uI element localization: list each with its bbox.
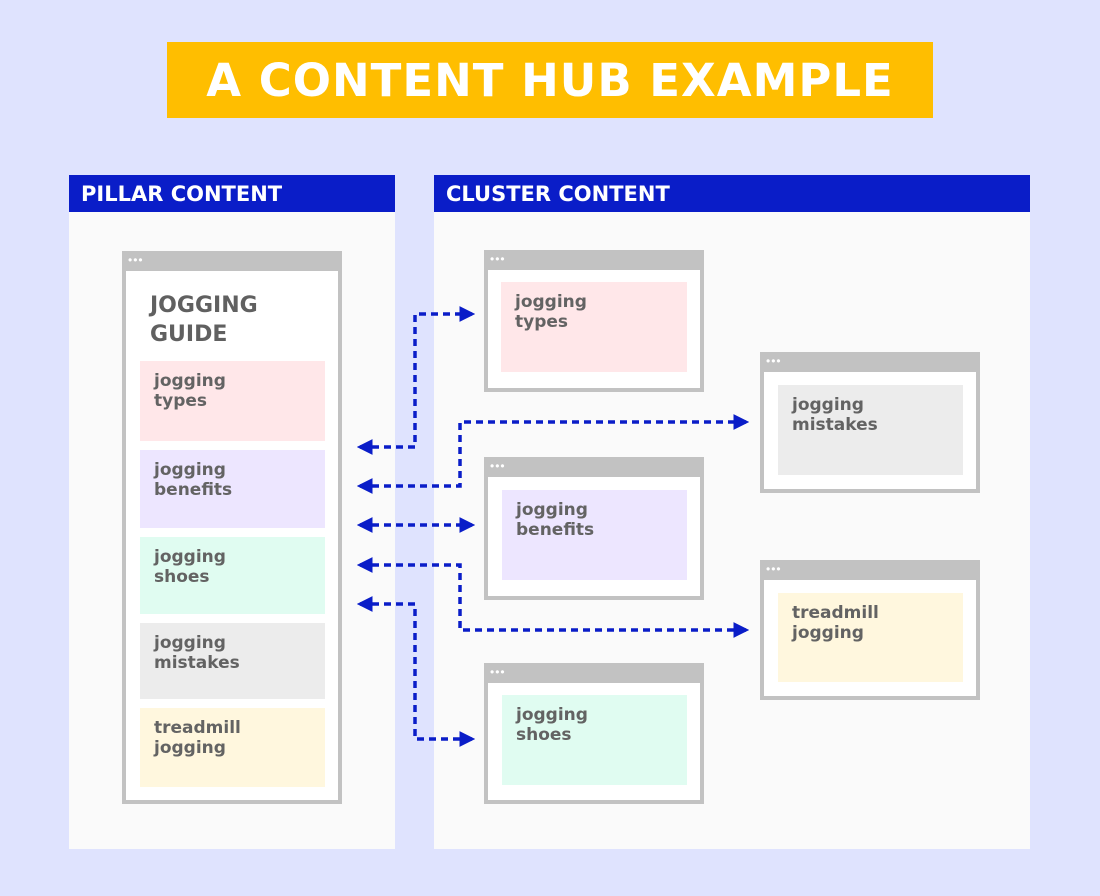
cluster-window-treadmill: ••• treadmill jogging [760, 560, 980, 700]
window-dots-icon: ••• [490, 252, 506, 266]
cluster-card-treadmill[interactable]: treadmill jogging [778, 593, 963, 682]
cluster-card-mistakes[interactable]: jogging mistakes [778, 385, 963, 475]
guide-title: JOGGING GUIDE [150, 293, 258, 347]
cluster-panel: CLUSTER CONTENT ••• jogging types ••• jo… [434, 175, 1030, 849]
window-dots-icon: ••• [766, 562, 782, 576]
pillar-card-benefits[interactable]: jogging benefits [140, 450, 325, 528]
pillar-card-types[interactable]: jogging types [140, 361, 325, 441]
arrow-mistakes [356, 414, 750, 494]
arrow-types [356, 306, 476, 455]
cluster-card-shoes[interactable]: jogging shoes [502, 695, 687, 785]
pillar-card-mistakes[interactable]: jogging mistakes [140, 623, 325, 699]
cluster-window-shoes: ••• jogging shoes [484, 663, 704, 804]
window-dots-icon: ••• [766, 354, 782, 368]
window-dots-icon: ••• [490, 665, 506, 679]
window-dots-icon: ••• [128, 253, 144, 267]
cluster-window-mistakes: ••• jogging mistakes [760, 352, 980, 493]
cluster-header: CLUSTER CONTENT [434, 175, 1030, 212]
browser-title-bar: ••• [484, 250, 704, 270]
cluster-window-types: ••• jogging types [484, 250, 704, 392]
browser-title-bar: ••• [484, 663, 704, 683]
browser-title-bar: ••• [122, 251, 342, 271]
browser-title-bar: ••• [760, 352, 980, 372]
pillar-panel: PILLAR CONTENT ••• JOGGING GUIDE jogging… [69, 175, 395, 849]
pillar-card-shoes[interactable]: jogging shoes [140, 537, 325, 614]
arrow-shoes [356, 596, 476, 747]
arrow-treadmill [356, 557, 750, 638]
pillar-header: PILLAR CONTENT [69, 175, 395, 212]
browser-title-bar: ••• [760, 560, 980, 580]
page-title: A CONTENT HUB EXAMPLE [167, 42, 933, 118]
cluster-card-types[interactable]: jogging types [501, 282, 687, 372]
pillar-browser-window: ••• JOGGING GUIDE jogging types jogging … [122, 251, 342, 804]
pillar-card-treadmill[interactable]: treadmill jogging [140, 708, 325, 787]
